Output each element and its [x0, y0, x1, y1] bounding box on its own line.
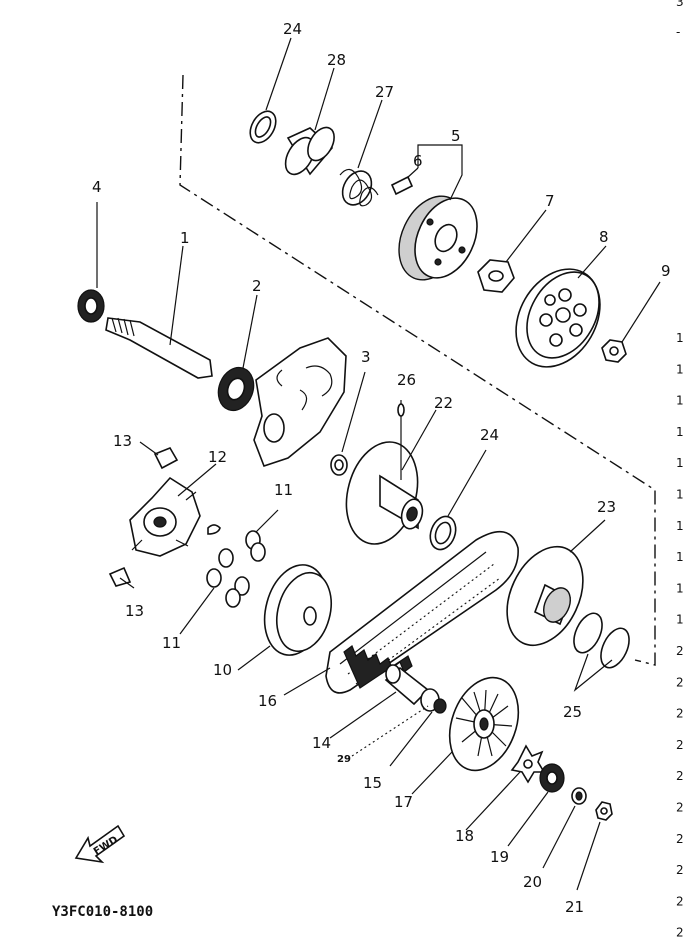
- callout-labels: 24 28 27 5 6 7 8 9 4 1 2 3 26 22 24 13 1…: [92, 20, 671, 916]
- callout-9: 9: [661, 262, 671, 280]
- part-24-ring-middle: [429, 449, 487, 551]
- callout-8: 8: [599, 228, 609, 246]
- margin-number-column: 3 - 1 1 1 1 1 1 1 1 1 1 2 2 2 2 2 2 2 2 2 2: [676, 0, 684, 939]
- callout-11-top: 11: [274, 481, 293, 499]
- margin-number: 1: [676, 550, 684, 564]
- callout-17: 17: [394, 793, 413, 811]
- callout-27: 27: [375, 83, 394, 101]
- part-9-flange-nut: [601, 281, 661, 363]
- callout-24-top: 24: [283, 20, 302, 38]
- part-6-pin: [390, 167, 419, 196]
- part-27-spring: [339, 99, 383, 207]
- margin-number: 2: [676, 863, 684, 877]
- part-16-v-belt: [283, 530, 519, 696]
- part-23-clutch-plate: [506, 519, 606, 647]
- margin-top-mark: 3: [676, 0, 684, 9]
- margin-top-mark: -: [676, 25, 680, 39]
- callout-1: 1: [180, 229, 190, 247]
- margin-number: 2: [676, 738, 684, 752]
- part-29-leader: [351, 705, 429, 757]
- margin-number: 2: [676, 707, 684, 721]
- part-10-movable-sheave: [237, 564, 332, 671]
- part-22-secondary-sheave: [345, 409, 437, 545]
- part-8-clutch-housing: [515, 245, 607, 368]
- callout-29: 29: [337, 754, 351, 765]
- margin-number: 1: [676, 394, 684, 408]
- margin-number: 2: [676, 926, 684, 939]
- part-15-washer: [389, 688, 447, 767]
- part-4-bearing: [77, 202, 105, 323]
- callout-2: 2: [252, 277, 262, 295]
- assembly-frame: [179, 74, 656, 666]
- callout-18: 18: [455, 827, 474, 845]
- part-24-ring-top: [249, 37, 292, 144]
- part-26-pin: [397, 400, 405, 480]
- fwd-arrow-icon: FWD: [74, 824, 126, 864]
- callout-16: 16: [258, 692, 277, 710]
- margin-number: 1: [676, 362, 684, 376]
- callout-12: 12: [208, 448, 227, 466]
- callout-20: 20: [523, 873, 542, 891]
- callout-7: 7: [545, 192, 555, 210]
- part-17-fan-sheave: [411, 676, 520, 795]
- part-14-collar: [329, 664, 430, 739]
- callout-23: 23: [597, 498, 616, 516]
- callout-6: 6: [413, 152, 423, 170]
- callout-19: 19: [490, 848, 509, 866]
- callout-25: 25: [563, 703, 582, 721]
- part-13-sliders-bottom: [108, 524, 221, 589]
- callout-21: 21: [565, 898, 584, 916]
- callout-4: 4: [92, 178, 102, 196]
- part-2-bearing: [217, 294, 258, 412]
- callout-22: 22: [434, 394, 453, 412]
- callout-3: 3: [361, 348, 371, 366]
- part-3-washer: [330, 371, 366, 476]
- callout-11-bottom: 11: [162, 634, 181, 652]
- margin-number: 1: [676, 519, 684, 533]
- margin-number: 2: [676, 832, 684, 846]
- callout-10: 10: [213, 661, 232, 679]
- part-12-cam-plate: [129, 463, 217, 557]
- margin-number: 1: [676, 425, 684, 439]
- callout-24-middle: 24: [480, 426, 499, 444]
- callout-13-top: 13: [113, 432, 132, 450]
- part-25-o-rings: [573, 612, 630, 692]
- margin-number: 1: [676, 581, 684, 595]
- margin-number: 1: [676, 613, 684, 627]
- part-11-rollers: [179, 509, 279, 635]
- margin-number: 2: [676, 769, 684, 783]
- part-7-nut: [477, 209, 547, 293]
- part-20-washer: [542, 787, 587, 869]
- callout-28: 28: [327, 51, 346, 69]
- callout-15: 15: [363, 774, 382, 792]
- margin-number: 1: [676, 488, 684, 502]
- part-21-nut: [576, 801, 613, 891]
- margin-number: 2: [676, 894, 684, 908]
- callout-14: 14: [312, 734, 331, 752]
- part-5-clutch-carrier: [398, 144, 478, 281]
- margin-number: 2: [676, 644, 684, 658]
- part-28-collar: [284, 67, 335, 176]
- callout-26: 26: [397, 371, 416, 389]
- margin-number: 2: [676, 801, 684, 815]
- margin-number: 2: [676, 675, 684, 689]
- reference-code: Y3FC010-8100: [52, 904, 153, 920]
- transmission-housing: [253, 337, 347, 468]
- part-13-slider-top: [139, 441, 179, 470]
- callout-5: 5: [451, 127, 461, 145]
- part-1-shaft: [105, 245, 213, 379]
- callout-13-bottom: 13: [125, 602, 144, 620]
- part-19-nut-sleeve: [507, 763, 565, 847]
- part-18-washer-star: [465, 744, 546, 831]
- margin-number: 1: [676, 331, 684, 345]
- margin-number: 1: [676, 456, 684, 470]
